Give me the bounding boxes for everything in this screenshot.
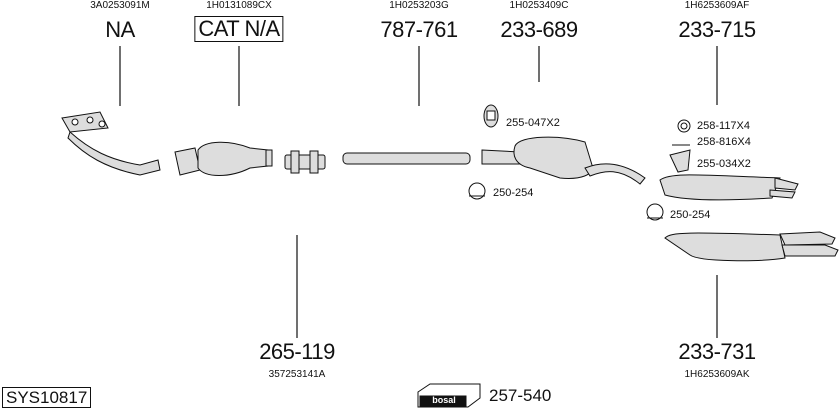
oe-number: 1H6253609AF [684,0,750,11]
part-label-front-pipe[interactable]: 787-761 [380,17,458,42]
middle-silencer-icon [481,136,646,185]
bracket-hanger-icon [669,149,691,173]
bosal-logo [417,383,481,408]
oe-number: 1H6253609AK [684,369,750,380]
brand-logo-text: bosal [432,395,456,405]
system-id: SYS10817 [2,387,92,408]
part-label-connector[interactable]: 265-119 [259,339,335,364]
oe-number: 1H0131089CX [206,0,272,11]
oe-number: 3A0253091M [90,0,150,11]
rubber-hanger-icon [483,104,499,128]
accessory-label[interactable]: 250-254 [670,209,711,221]
accessory-label[interactable]: 258-816X4 [697,136,751,148]
part-label-manifold[interactable]: NA [105,17,135,42]
clamp-icon-1 [468,182,486,200]
manifold-icon [61,111,161,176]
accessory-label[interactable]: 258-117X4 [697,120,751,132]
leader-lines [119,46,718,338]
clamp-icon-2 [646,203,664,221]
catalytic-converter-icon [174,141,273,176]
accessory-label[interactable]: 250-254 [493,187,534,199]
oe-number: 357253141A [268,369,326,380]
connector-pipe-icon [284,150,326,174]
front-pipe-icon [342,152,471,165]
oe-number: 1H0253203G [389,0,449,11]
kit-number[interactable]: 257-540 [489,386,552,405]
accessory-label[interactable]: 255-047X2 [506,117,560,129]
part-label-rear-silencer-2[interactable]: 233-731 [678,339,756,364]
part-label-catalyst[interactable]: CAT N/A [194,16,284,42]
part-label-rear-silencer-1[interactable]: 233-715 [678,17,756,42]
part-label-middle-silencer[interactable]: 233-689 [500,17,578,42]
accessory-label[interactable]: 255-034X2 [697,158,751,170]
rear-silencer-icon-2 [664,231,839,262]
rear-silencer-icon-1 [659,174,799,201]
oe-number: 1H0253409C [509,0,569,11]
washer-icon [677,119,691,133]
